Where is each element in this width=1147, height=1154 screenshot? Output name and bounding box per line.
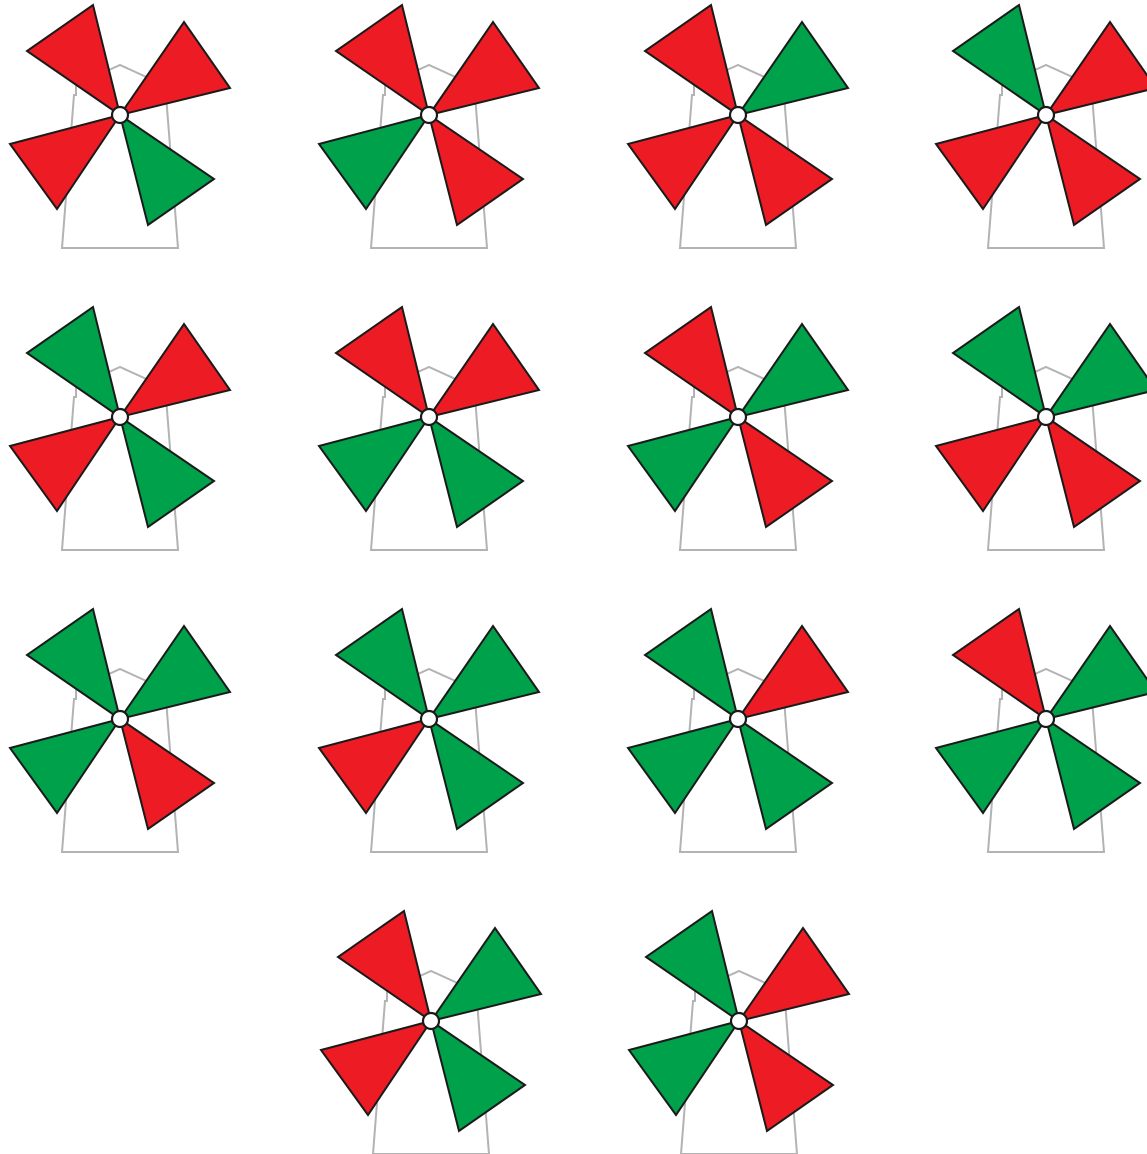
- blade-top-right-red: [120, 22, 230, 115]
- windmill-8: [936, 307, 1147, 550]
- windmill-6: [319, 307, 539, 550]
- blade-top-right-green: [738, 324, 848, 417]
- windmill-hub: [1038, 107, 1054, 123]
- blade-bottom-left-green: [629, 1021, 739, 1115]
- blade-bottom-right-green: [429, 719, 523, 829]
- blade-bottom-left-red: [628, 115, 738, 209]
- blade-top-right-red: [429, 324, 539, 417]
- windmill-11: [628, 609, 848, 852]
- blade-bottom-left-red: [936, 417, 1046, 511]
- blade-bottom-right-red: [1046, 115, 1140, 225]
- windmill-hub: [112, 107, 128, 123]
- blade-top-right-red: [429, 22, 539, 115]
- blade-bottom-right-red: [739, 1021, 833, 1131]
- windmill-1: [10, 5, 230, 248]
- blade-top-right-green: [1046, 626, 1147, 719]
- blade-bottom-left-green: [628, 417, 738, 511]
- windmill-4: [936, 5, 1147, 248]
- blade-bottom-left-green: [10, 719, 120, 813]
- blade-top-right-green: [1046, 324, 1147, 417]
- windmill-7: [628, 307, 848, 550]
- windmill-3: [628, 5, 848, 248]
- windmill-hub: [112, 409, 128, 425]
- windmill-hub: [730, 409, 746, 425]
- blade-bottom-right-green: [120, 115, 214, 225]
- windmill-hub: [421, 711, 437, 727]
- blade-top-right-green: [120, 626, 230, 719]
- blade-top-right-red: [120, 324, 230, 417]
- blade-top-right-green: [431, 928, 541, 1021]
- blade-top-right-red: [739, 928, 849, 1021]
- windmill-5: [10, 307, 230, 550]
- blade-top-right-green: [738, 22, 848, 115]
- blade-bottom-right-green: [431, 1021, 525, 1131]
- blade-bottom-right-green: [120, 417, 214, 527]
- windmill-hub: [731, 1013, 747, 1029]
- blade-bottom-right-red: [120, 719, 214, 829]
- windmill-hub: [421, 107, 437, 123]
- windmill-hub: [1038, 711, 1054, 727]
- blade-bottom-left-green: [319, 417, 429, 511]
- windmill-12: [936, 609, 1147, 852]
- blade-bottom-left-green: [936, 719, 1046, 813]
- blade-bottom-left-red: [319, 719, 429, 813]
- blade-bottom-right-red: [1046, 417, 1140, 527]
- windmill-hub: [423, 1013, 439, 1029]
- blade-bottom-right-green: [738, 719, 832, 829]
- windmill-2: [319, 5, 539, 248]
- windmill-9: [10, 609, 230, 852]
- blade-bottom-left-red: [321, 1021, 431, 1115]
- windmill-hub: [1038, 409, 1054, 425]
- windmill-14: [629, 911, 849, 1154]
- blade-bottom-left-red: [10, 417, 120, 511]
- blade-bottom-right-green: [1046, 719, 1140, 829]
- blade-bottom-left-red: [10, 115, 120, 209]
- windmill-hub: [421, 409, 437, 425]
- blade-bottom-right-red: [738, 417, 832, 527]
- windmill-hub: [112, 711, 128, 727]
- blade-top-right-red: [738, 626, 848, 719]
- blade-top-right-green: [429, 626, 539, 719]
- windmill-hub: [730, 711, 746, 727]
- blade-bottom-left-red: [936, 115, 1046, 209]
- windmill-10: [319, 609, 539, 852]
- windmill-hub: [730, 107, 746, 123]
- blade-bottom-right-green: [429, 417, 523, 527]
- blade-bottom-right-red: [738, 115, 832, 225]
- windmill-13: [321, 911, 541, 1154]
- blade-bottom-right-red: [429, 115, 523, 225]
- blade-top-right-red: [1046, 22, 1147, 115]
- blade-bottom-left-green: [628, 719, 738, 813]
- blade-bottom-left-green: [319, 115, 429, 209]
